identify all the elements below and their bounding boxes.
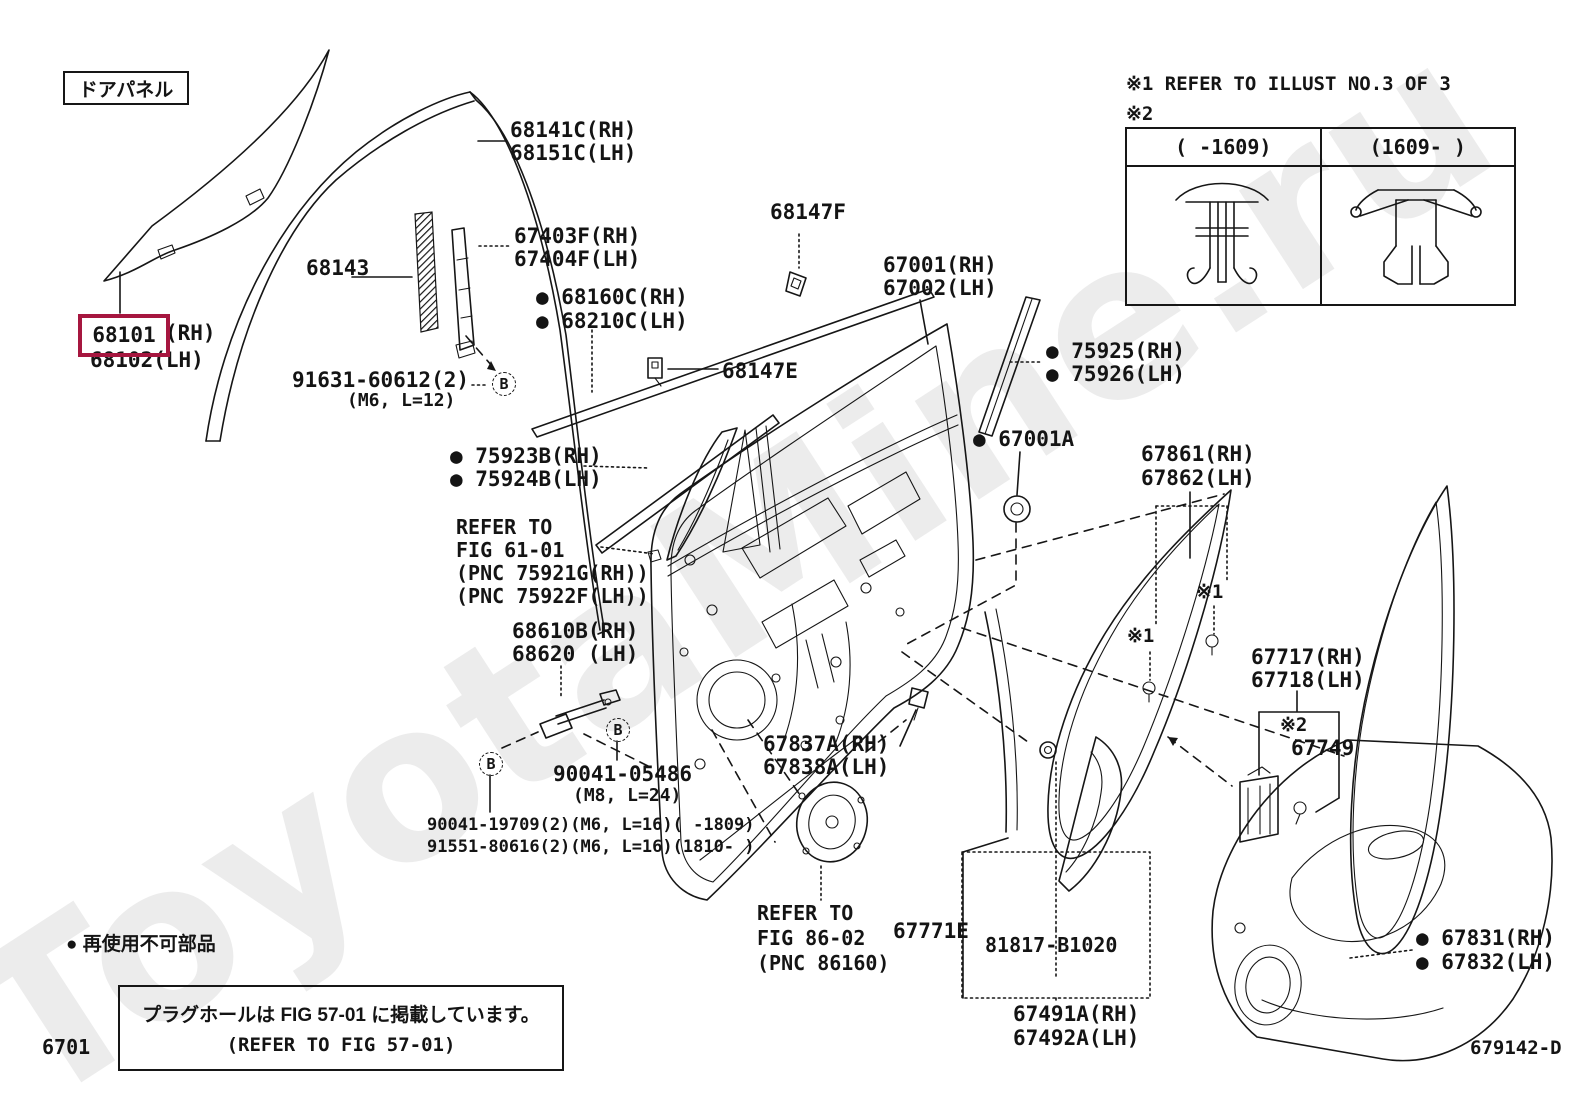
door-trim-drawing xyxy=(1211,739,1553,1062)
part-67001a[interactable]: ● 67001A xyxy=(973,427,1075,451)
part-67717[interactable]: 67717(RH) xyxy=(1251,645,1365,669)
part-67492a[interactable]: 67492A(LH) xyxy=(1013,1026,1140,1050)
clip-table-cell-early xyxy=(1127,167,1322,304)
part-68151c[interactable]: 68151C(LH) xyxy=(510,141,637,165)
refer-fig86-line3: (PNC 86160) xyxy=(757,951,890,975)
part-68141c[interactable]: 68141C(RH) xyxy=(510,118,637,142)
part-90041-05486-size: (M8, L=24) xyxy=(573,785,682,806)
weatherstrip-front-drawing xyxy=(1047,489,1232,860)
part-68210c[interactable]: ● 68210C(LH) xyxy=(536,309,688,333)
clip-68147e-drawing xyxy=(647,357,719,387)
clip-table-col-early: ( -1609) xyxy=(1127,129,1322,165)
glass-run-frame-drawing xyxy=(205,91,609,635)
part-67861[interactable]: 67861(RH) xyxy=(1141,442,1255,466)
part-67862[interactable]: 67862(LH) xyxy=(1141,466,1255,490)
part-67771e[interactable]: 67771E xyxy=(893,919,969,943)
part-75926[interactable]: ● 75926(LH) xyxy=(1046,362,1186,386)
door-panel-tag-text: ドアパネル xyxy=(78,79,174,101)
figure-number: 6701 xyxy=(42,1035,91,1059)
refer-fig61-line4: (PNC 75922F(LH)) xyxy=(456,584,649,608)
part-75923b[interactable]: ● 75923B(RH) xyxy=(450,444,602,468)
mark-x1-left: ※1 xyxy=(1127,625,1155,647)
part-67749[interactable]: 67749 xyxy=(1291,736,1355,760)
part-75924b[interactable]: ● 75924B(LH) xyxy=(450,467,602,491)
clip-early-icon xyxy=(1175,182,1269,285)
speaker-drawing xyxy=(711,719,869,901)
refer-fig61-line3: (PNC 75921G(RH)) xyxy=(456,561,649,585)
part-81817-b1020[interactable]: 81817-B1020 xyxy=(985,933,1118,957)
door-panel-tag: ドアパネル xyxy=(63,71,189,105)
refer-fig61-line2: FIG 61-01 xyxy=(456,538,565,562)
clip-comparison-table: ( -1609) (1609- ) xyxy=(1125,127,1516,306)
refer-fig61-line1: REFER TO xyxy=(456,515,553,539)
highlighted-part-box[interactable]: 68101 xyxy=(78,314,170,357)
fastener-marker-b3: B xyxy=(479,752,503,776)
part-68147f[interactable]: 68147F xyxy=(770,200,846,224)
clip-late-icon xyxy=(1350,189,1482,285)
part-67837a[interactable]: 67837A(RH) xyxy=(763,732,890,756)
part-67831[interactable]: ● 67831(RH) xyxy=(1416,926,1556,950)
part-67404f[interactable]: 67404F(LH) xyxy=(514,247,641,271)
cushion-drawing xyxy=(904,451,1031,646)
mark-x1-right: ※1 xyxy=(1196,581,1224,603)
pillar-tape-drawing xyxy=(978,296,1044,437)
door-check-drawing xyxy=(489,665,649,813)
note-x2: ※2 xyxy=(1126,103,1154,125)
division-bar-drawing xyxy=(451,227,512,386)
part-68101[interactable]: 68101 xyxy=(92,323,156,348)
pillar-garnish-drawing xyxy=(600,427,738,563)
part-75925[interactable]: ● 75925(RH) xyxy=(1046,339,1186,363)
part-67001[interactable]: 67001(RH) xyxy=(883,253,997,277)
service-hole-cover-drawing xyxy=(961,736,1151,1003)
clip-68147f-drawing xyxy=(785,233,807,297)
clip-67771e-leader xyxy=(962,837,1009,999)
document-number: 679142-D xyxy=(1470,1037,1562,1059)
refer-fig86-line2: FIG 86-02 xyxy=(757,926,866,950)
part-68610b[interactable]: 68610B(RH) xyxy=(512,619,639,643)
plug-hole-note-en: (REFER TO FIG 57-01) xyxy=(226,1034,456,1056)
part-68143[interactable]: 68143 xyxy=(306,256,370,280)
grommet-drawing xyxy=(1039,741,1057,933)
part-67403f[interactable]: 67403F(RH) xyxy=(514,224,641,248)
plug-hole-note-box: プラグホールは FIG 57-01 に掲載しています。 (REFER TO FI… xyxy=(118,985,564,1071)
part-90041-19709[interactable]: 90041-19709(2)(M6, L=16)( -1809) xyxy=(427,815,755,835)
part-90041-05486[interactable]: 90041-05486 xyxy=(553,762,693,786)
note-x1: ※1 REFER TO ILLUST NO.3 OF 3 xyxy=(1126,73,1451,95)
door-glass-drawing xyxy=(103,49,330,314)
mark-x2: ※2 xyxy=(1280,714,1308,736)
door-panel-drawing xyxy=(650,299,975,901)
part-68101-suffix: (RH) xyxy=(165,321,216,345)
part-67718[interactable]: 67718(LH) xyxy=(1251,668,1365,692)
outer-belt-moulding-drawing xyxy=(531,288,935,438)
part-67832[interactable]: ● 67832(LH) xyxy=(1416,950,1556,974)
fastener-marker-b2: B xyxy=(606,718,630,742)
sash-channel-drawing xyxy=(984,608,1018,833)
fastener-marker-b1: B xyxy=(492,372,516,396)
clip-table-col-late: (1609- ) xyxy=(1369,135,1466,159)
part-91551-80616[interactable]: 91551-80616(2)(M6, L=16)(1810- ) xyxy=(427,837,755,857)
plug-hole-note-jp: プラグホールは FIG 57-01 に掲載しています。 xyxy=(142,1005,540,1026)
clip-table-cell-late xyxy=(1322,167,1515,304)
inner-belt-moulding-drawing xyxy=(583,414,780,554)
dashed-connectors xyxy=(901,493,1345,757)
weatherstrip-rear-drawing xyxy=(1167,485,1455,955)
part-67838a[interactable]: 67838A(LH) xyxy=(763,755,890,779)
part-68147e[interactable]: 68147E xyxy=(722,359,798,383)
part-68620[interactable]: 68620 (LH) xyxy=(512,642,639,666)
part-67002[interactable]: 67002(LH) xyxy=(883,276,997,300)
refer-fig86-line1: REFER TO xyxy=(757,901,854,925)
legend-non-reusable: ● 再使用不可部品 xyxy=(66,934,216,955)
part-68160c[interactable]: ● 68160C(RH) xyxy=(536,285,688,309)
run-channel-68143-drawing xyxy=(351,211,439,333)
part-91631[interactable]: 91631-60612(2) xyxy=(292,368,470,392)
part-67491a[interactable]: 67491A(RH) xyxy=(1013,1002,1140,1026)
part-91631-size: (M6, L=12) xyxy=(347,390,456,411)
clip-67837a-drawing xyxy=(865,687,929,753)
